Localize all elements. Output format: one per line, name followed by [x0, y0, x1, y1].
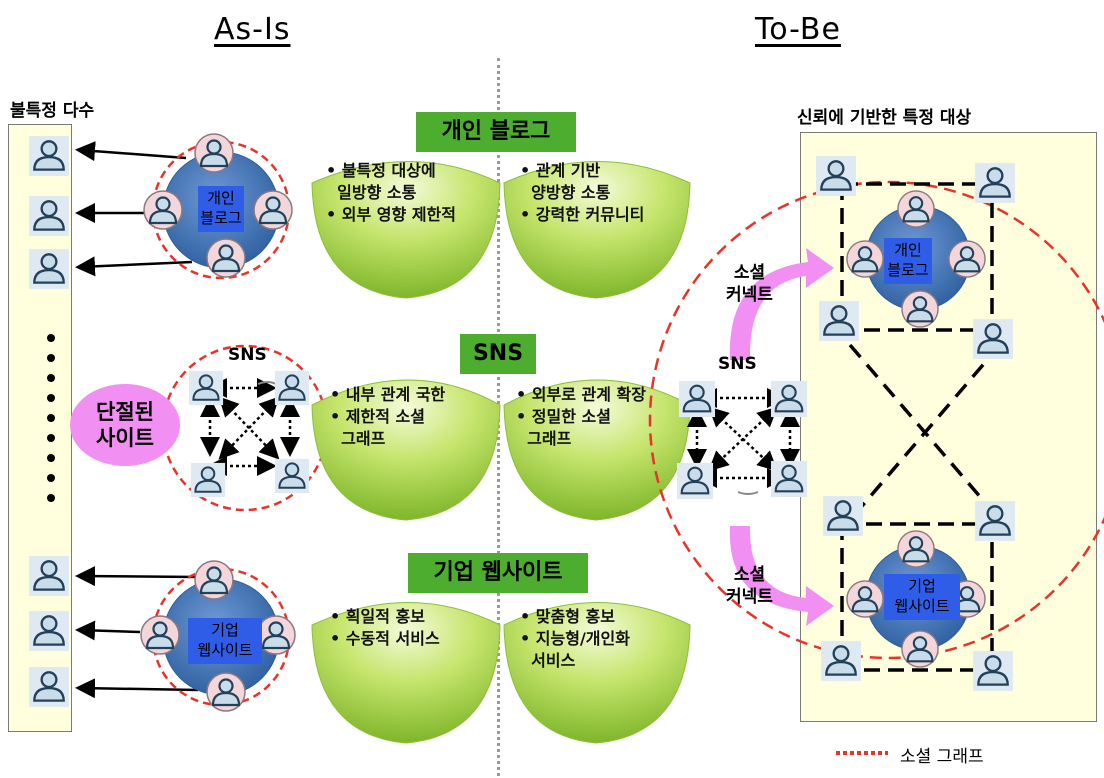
person-icon	[28, 248, 70, 290]
banner-corporate-website: 기업 웹사이트	[408, 553, 588, 593]
corp-hub-label-asis: 기업 웹사이트	[197, 621, 253, 659]
banner-sns: SNS	[460, 334, 536, 374]
broadcast-arrows	[75, 141, 199, 699]
to-be-header: To-Be	[755, 12, 841, 47]
person-icon	[28, 135, 70, 177]
blog-hub-label-tobe: 개인 블로그	[887, 241, 929, 279]
disconnected-site-bubble: 단절된 사이트	[70, 384, 180, 466]
sns-cluster-tobe	[676, 380, 808, 500]
sns-label-tobe: SNS	[718, 354, 757, 374]
bowl-text-corp-asis: • 획일적 홍보• 수동적 서비스	[330, 607, 440, 648]
bowl-text-sns-tobe: • 외부로 관계 확장• 정밀한 소셜 그래프	[516, 385, 646, 448]
bowl-text-corp-tobe: • 맞춤형 홍보• 지능형/개인화 서비스	[520, 607, 630, 670]
sns-cluster-asis	[161, 344, 329, 512]
social-connect-arrows	[729, 248, 834, 626]
sns-label-asis: SNS	[228, 345, 267, 365]
corp-hub-tobe	[840, 522, 994, 672]
person-icon	[28, 610, 70, 652]
person-icon	[28, 555, 70, 597]
unspecified-public-label: 불특정 다수	[10, 101, 95, 121]
trust-links	[848, 343, 1002, 522]
corp-hub-label-tobe: 기업 웹사이트	[894, 577, 950, 615]
person-icon	[28, 195, 70, 237]
blog-hub-label-asis: 개인 블로그	[200, 189, 242, 227]
social-connect-label-bottom: 소셜 커넥트	[726, 565, 773, 607]
corp-hub-asis	[140, 560, 296, 712]
legend-label: 소셜 그래프	[900, 747, 984, 767]
blog-hub-tobe	[840, 182, 994, 332]
bowls	[311, 161, 691, 744]
social-connect-label-top: 소셜 커넥트	[726, 263, 773, 305]
bowl-text-blog-asis: • 불특정 대상에 일방향 소통• 외부 영향 제한적	[326, 161, 456, 224]
person-icon	[28, 666, 70, 708]
trusted-target-label: 신뢰에 기반한 특정 대상	[797, 108, 972, 128]
bowl-text-sns-asis: • 내부 관계 국한• 제한적 소셜 그래프	[330, 385, 446, 448]
social-graph-circle	[648, 180, 1104, 660]
left-people	[28, 135, 70, 708]
bowl-text-blog-tobe: • 관계 기반 양방향 소통• 강력한 커뮤니티	[520, 161, 645, 224]
blog-hub-asis	[143, 133, 293, 280]
banner-personal-blog: 개인 블로그	[416, 112, 576, 152]
as-is-header: As-Is	[214, 12, 291, 47]
